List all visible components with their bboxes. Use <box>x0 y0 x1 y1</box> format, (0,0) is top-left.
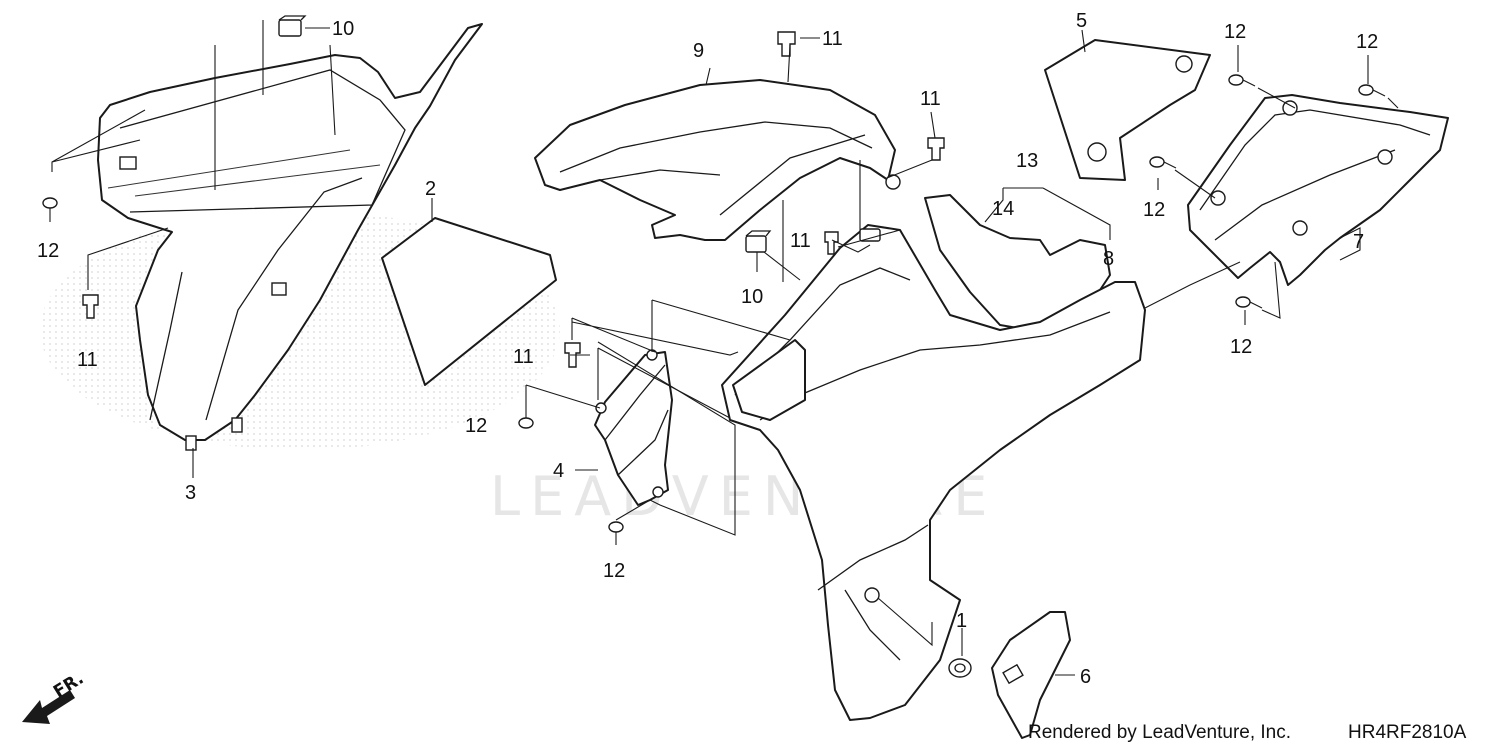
tab-icon <box>185 435 197 451</box>
part-6-small-cover[interactable] <box>991 611 1071 739</box>
part-2-sheet[interactable] <box>381 217 557 386</box>
tab-icon <box>231 417 243 433</box>
part-1-grommet[interactable] <box>948 658 972 678</box>
callout-12-right-mid: 12 <box>1143 199 1165 221</box>
callout-6: 6 <box>1080 666 1091 688</box>
callout-1: 1 <box>956 610 967 632</box>
callout-10-upper: 10 <box>332 18 354 40</box>
rendered-by-credit: Rendered by LeadVenture, Inc. <box>1028 722 1291 743</box>
callout-labels: 10 12 11 3 2 9 11 11 11 10 11 12 4 12 5 … <box>37 10 1378 688</box>
front-direction-marker: FR. <box>22 669 87 724</box>
part-9-upper-cover[interactable] <box>534 79 901 241</box>
part-5-plate[interactable] <box>1044 39 1211 181</box>
clip-icon <box>119 156 137 170</box>
callout-11-upper-mid: 11 <box>920 88 941 110</box>
callout-12-left: 12 <box>37 240 59 262</box>
footer: Rendered by LeadVenture, Inc. HR4RF2810A <box>1028 722 1467 743</box>
callout-12-bracket: 12 <box>465 415 487 437</box>
callout-12-far-right: 12 <box>1356 31 1378 53</box>
part-10-clip-middle[interactable] <box>745 230 772 253</box>
front-marker-label: FR. <box>50 669 87 703</box>
callout-13: 13 <box>1016 150 1038 172</box>
leader-lines <box>51 20 1399 676</box>
part-4-bracket[interactable] <box>594 349 673 506</box>
callout-10-middle: 10 <box>741 286 763 308</box>
callout-3: 3 <box>185 482 196 504</box>
callout-2: 2 <box>425 178 436 200</box>
part-3-left-side-cover[interactable] <box>97 23 483 451</box>
callout-9: 9 <box>693 40 704 62</box>
callout-14: 14 <box>992 198 1014 220</box>
callout-11-mid: 11 <box>790 230 811 252</box>
callout-11-left: 11 <box>77 349 98 371</box>
callout-4: 4 <box>553 460 564 482</box>
callout-12-right-top: 12 <box>1224 21 1246 43</box>
callout-8: 8 <box>1103 248 1114 270</box>
callout-11-bracket: 11 <box>513 346 534 368</box>
part-10-clip-upper[interactable] <box>278 15 307 37</box>
bolt-icon <box>82 31 945 368</box>
part-7-right-panel[interactable] <box>1187 94 1449 286</box>
screw-icon <box>42 74 1386 545</box>
callout-12-right-low: 12 <box>1230 336 1252 358</box>
callout-7: 7 <box>1353 231 1364 253</box>
clip-icon <box>271 282 287 296</box>
part-14-pad[interactable] <box>924 194 1111 331</box>
front-arrow-icon <box>22 690 75 724</box>
callout-12-bracket-low: 12 <box>603 560 625 582</box>
callout-11-top: 11 <box>822 28 843 50</box>
part-8-right-side-cover[interactable] <box>721 224 1146 721</box>
diagram-code: HR4RF2810A <box>1348 722 1467 743</box>
callout-5: 5 <box>1076 10 1087 32</box>
